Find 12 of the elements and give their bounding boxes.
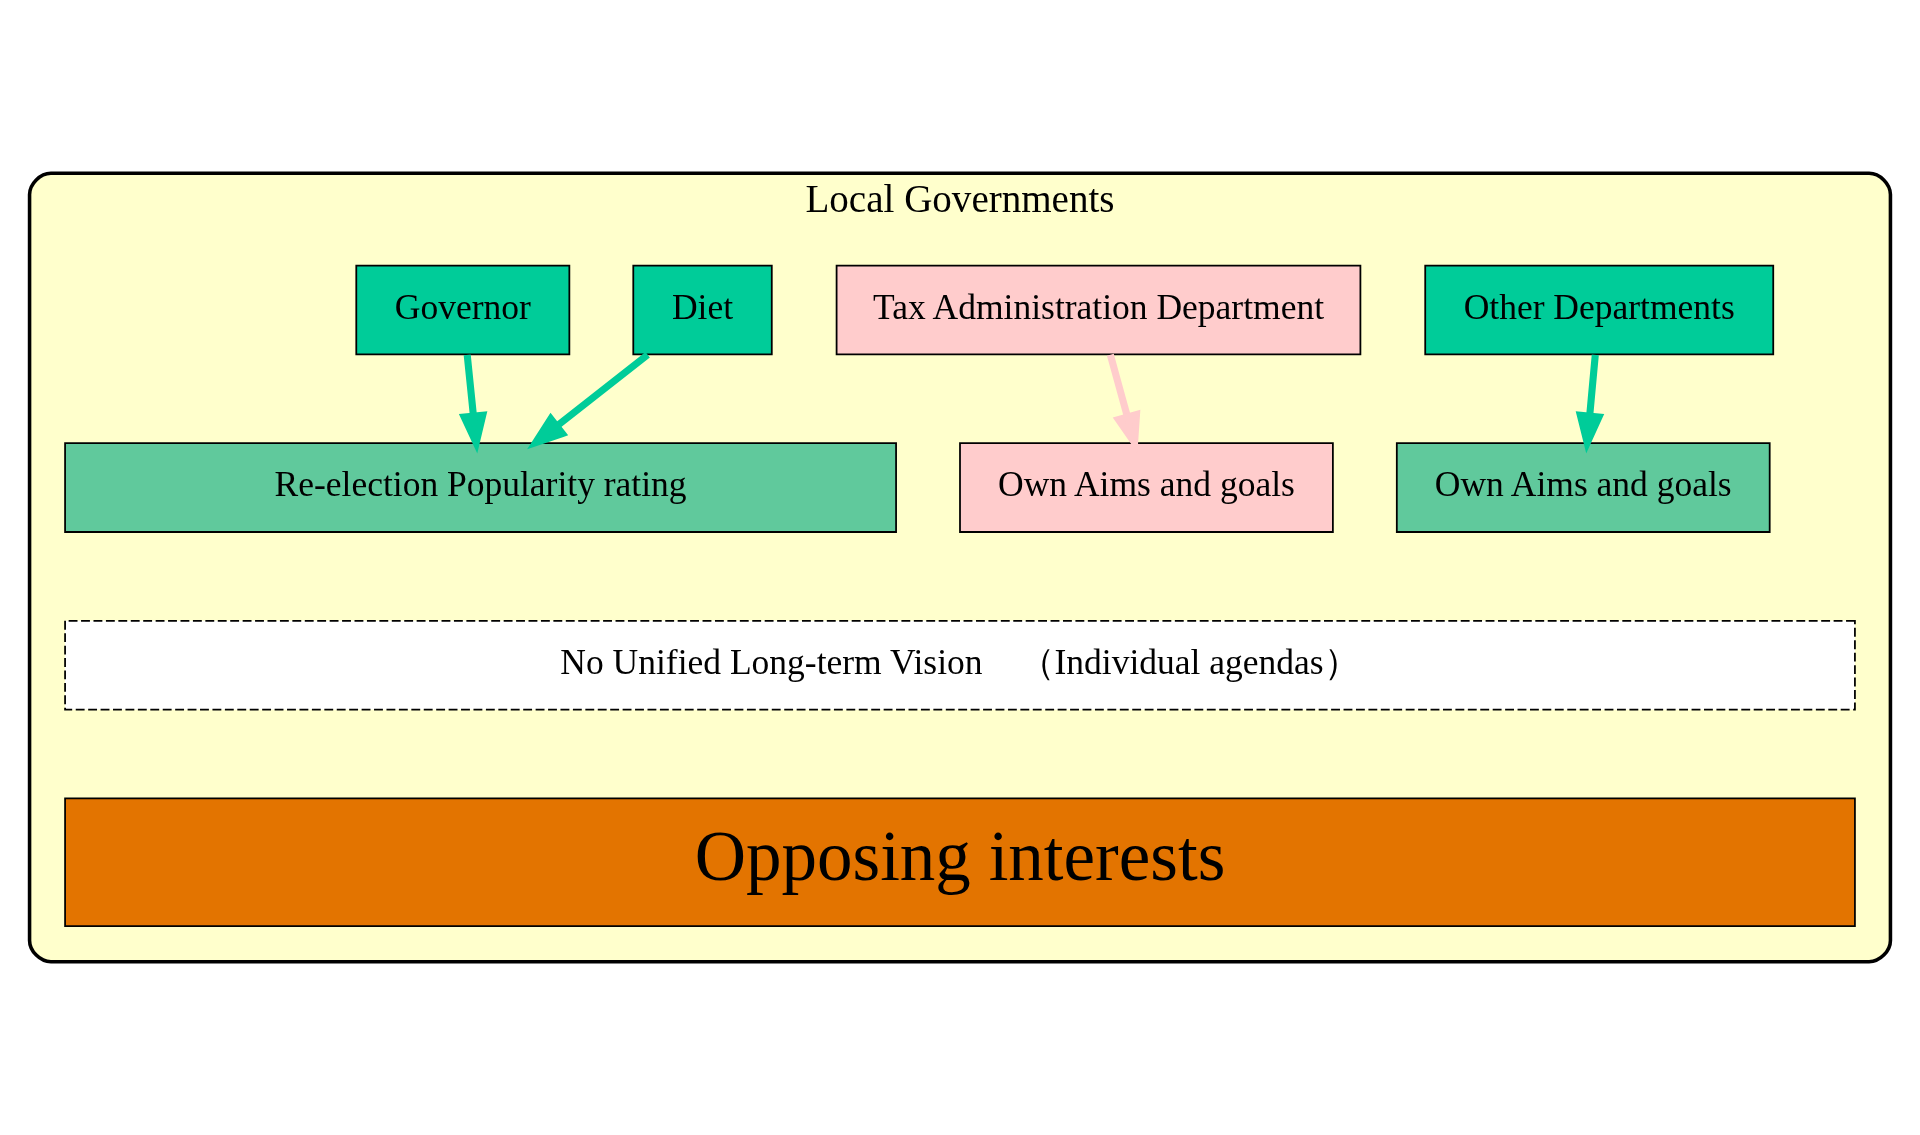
node-box: Other Departments bbox=[1424, 264, 1775, 356]
arrow bbox=[1575, 354, 1605, 454]
node-box: Governor bbox=[355, 264, 571, 356]
arrow bbox=[527, 352, 650, 450]
node-box: No Unified Long-term Vision （Individual agendas） bbox=[64, 619, 1856, 711]
arrow bbox=[458, 354, 488, 454]
node-box: Own Aims and goals bbox=[959, 442, 1334, 533]
node-box: Tax Administration Department bbox=[835, 264, 1362, 356]
node-box: Diet bbox=[632, 264, 773, 356]
node-box: Re-election Popularity rating bbox=[64, 442, 897, 533]
node-box: Opposing interests bbox=[64, 797, 1856, 928]
node-box: Own Aims and goals bbox=[1395, 442, 1771, 533]
